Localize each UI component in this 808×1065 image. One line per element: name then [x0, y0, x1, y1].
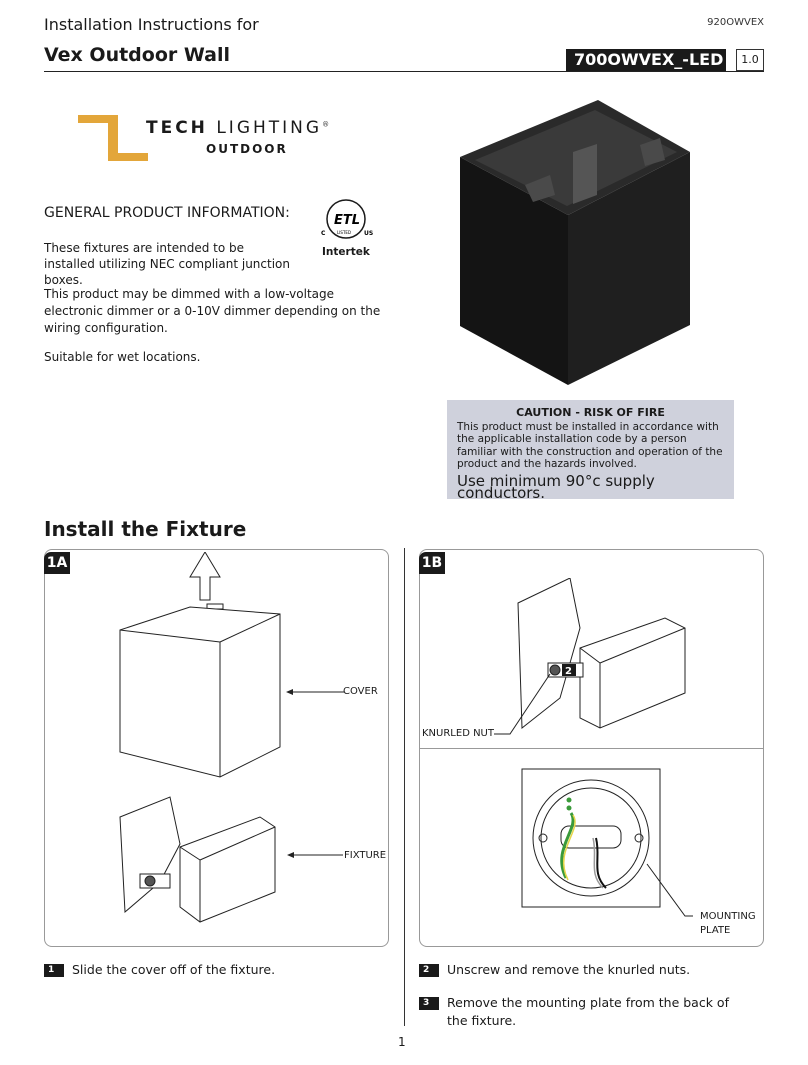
etl-listed-mark: ETL LISTED C US Intertek — [318, 198, 374, 264]
knurled-leader-line — [494, 673, 551, 735]
knurled-nut-label: KNURLED NUT — [422, 728, 494, 739]
mounting-plate-label-2: PLATE — [700, 925, 731, 936]
step-3-text: Remove the mounting plate from the back … — [447, 995, 729, 1028]
cover-leader-line — [286, 689, 344, 695]
fixture-label: FIXTURE — [344, 850, 387, 861]
mounting-plate-label-1: MOUNTING — [700, 911, 756, 922]
etl-c-text: C — [321, 230, 326, 237]
install-title: Install the Fixture — [44, 517, 247, 541]
fixture-leader-line — [287, 852, 343, 858]
doc-pretitle: Installation Instructions for — [44, 15, 259, 34]
panel-1a — [44, 549, 389, 947]
doc-number: 920OWVEX — [707, 17, 764, 28]
caution-supply: Use minimum 90°c supply conductors. — [457, 471, 655, 502]
intertek-label: Intertek — [322, 246, 370, 258]
general-info-p2: This product may be dimmed with a low-vo… — [44, 287, 381, 335]
panel-1b — [419, 549, 764, 947]
brand-sub: OUTDOOR — [206, 142, 288, 156]
step-1-text: Slide the cover off of the fixture. — [72, 962, 276, 977]
mounting-plate-diagram — [521, 768, 661, 908]
tech-lighting-logo-icon — [78, 115, 148, 161]
cover-label: COVER — [343, 686, 378, 697]
panel-1a-tag: 1A — [44, 552, 70, 574]
step-2-badge: 2 — [565, 666, 572, 677]
etl-logo-icon: ETL LISTED C US — [321, 199, 373, 239]
general-info-p1: These fixtures are intended to be instal… — [44, 241, 290, 287]
version-box: 1.0 — [736, 49, 764, 71]
page-number: 1 — [398, 1035, 406, 1049]
caution-box: CAUTION - RISK OF FIRE This product must… — [447, 400, 734, 502]
caution-title: CAUTION - RISK OF FIRE — [516, 406, 665, 419]
brand-name: TECH LIGHTING® — [146, 118, 333, 138]
step-1-number: 1 — [44, 964, 64, 977]
header-rule — [44, 71, 764, 72]
column-divider — [404, 548, 405, 1026]
etl-us-text: US — [364, 230, 373, 237]
product-image — [460, 100, 690, 385]
general-info-p3: Suitable for wet locations. — [44, 350, 201, 364]
general-info-title: GENERAL PRODUCT INFORMATION: — [44, 205, 290, 221]
step-3-number: 3 — [419, 997, 439, 1010]
panel-1b-divider — [420, 748, 763, 749]
etl-listed-text: LISTED — [337, 230, 351, 235]
cover-removal-diagram — [119, 552, 281, 923]
step-2-text: Unscrew and remove the knurled nuts. — [447, 962, 691, 977]
mounting-leader-line — [646, 863, 693, 917]
step-2-number: 2 — [419, 964, 439, 977]
knurled-nut-diagram: 2 — [517, 578, 686, 730]
model-number: 700OWVEX_-LED — [566, 49, 726, 71]
doc-title: Vex Outdoor Wall — [44, 44, 231, 66]
etl-mark-text: ETL — [334, 213, 360, 228]
caution-body: This product must be installed in accord… — [457, 420, 723, 471]
panel-1b-tag: 1B — [419, 552, 445, 574]
